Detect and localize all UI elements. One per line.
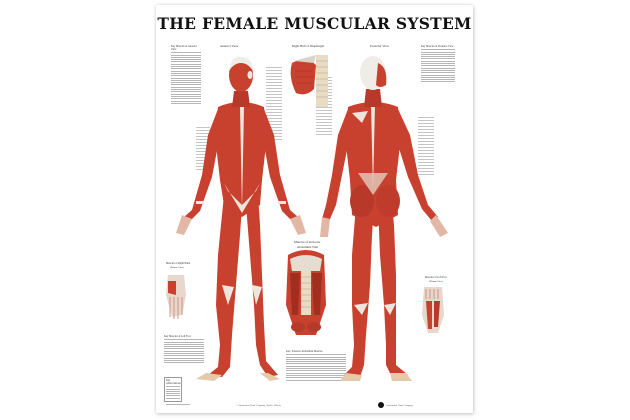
abbreviations-key: Key Abbreviations bbox=[164, 377, 182, 403]
anterior-key-list: Key Muscles of Anterior View bbox=[171, 45, 201, 105]
abdominal-wall-label-2: Abdominal Wall bbox=[297, 245, 319, 249]
anterior-figure-illustration bbox=[176, 56, 306, 381]
anatomy-poster: THE FEMALE MUSCULAR SYSTEM Anterior View… bbox=[156, 5, 473, 413]
hand-label-2: (Palmar View) bbox=[170, 266, 184, 269]
abdominal-wall-illustration bbox=[286, 250, 326, 335]
anterior-left-callouts bbox=[196, 125, 210, 172]
foot-illustration bbox=[422, 287, 444, 333]
publisher-name: Anatomical Chart Company bbox=[386, 404, 413, 407]
posterior-right-callouts bbox=[418, 115, 434, 177]
anterior-view-label: Anterior View bbox=[220, 44, 239, 48]
poster-title: THE FEMALE MUSCULAR SYSTEM bbox=[157, 14, 472, 33]
publisher-logo-icon bbox=[378, 402, 384, 408]
abdominal-wall-label-1: Muscles of Posterior bbox=[294, 240, 321, 244]
hand-label-1: Muscles of Right Hand bbox=[166, 262, 191, 265]
foot-label-2: (Plantar View) bbox=[429, 280, 443, 283]
diaphragm-label: Right Half of Diaphragm bbox=[292, 44, 325, 48]
posterior-key-list: Key Muscles of Posterior View bbox=[421, 45, 455, 84]
abdominal-key-list: Key: Posterior Abdominal Muscles bbox=[286, 350, 346, 382]
posterior-figure-illustration bbox=[320, 56, 448, 381]
foot-key-list: Key Muscles of Left Foot bbox=[164, 335, 204, 365]
posterior-view-label: Posterior View bbox=[370, 44, 389, 48]
foot-label-1: Muscles of Left Foot bbox=[425, 276, 447, 279]
copyright-text: © Anatomical Chart Company, Skokie, Illi… bbox=[236, 404, 281, 407]
diaphragm-illustration bbox=[290, 55, 328, 107]
hand-illustration bbox=[166, 275, 186, 319]
footer-left-text bbox=[166, 403, 190, 407]
anterior-right-callouts bbox=[266, 65, 282, 142]
